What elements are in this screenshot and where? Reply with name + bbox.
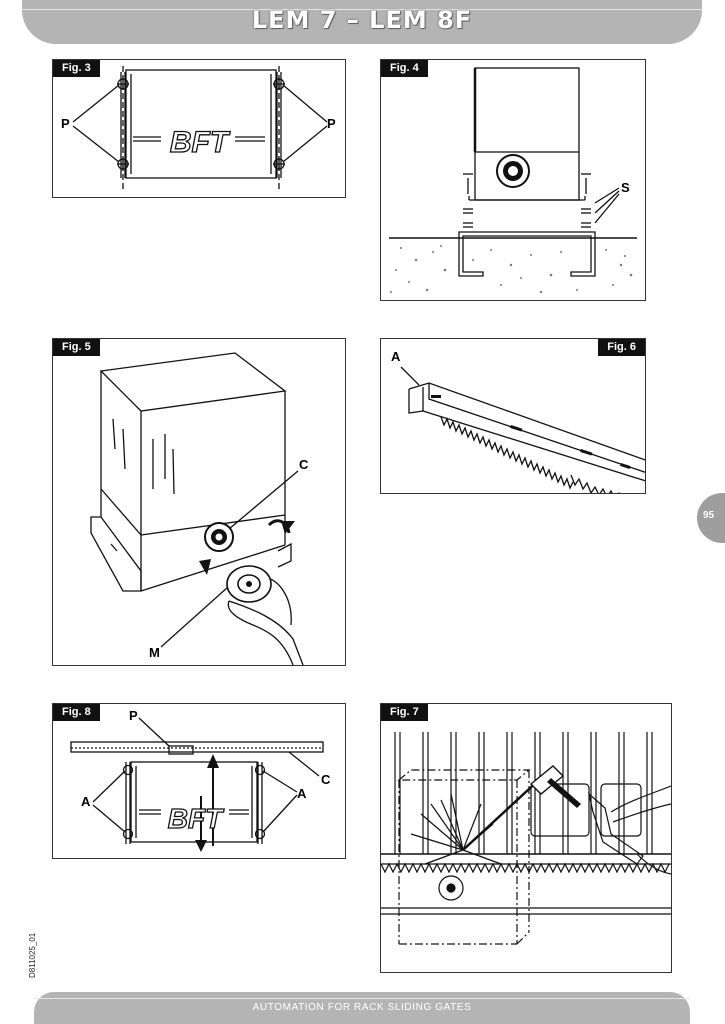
figure-6: Fig. 6 A: [380, 338, 646, 494]
figure-7-label: Fig. 7: [381, 704, 428, 721]
callout-c-fig8: C: [321, 772, 331, 787]
bft-logo-text: BFT: [170, 126, 231, 159]
figure-5: Fig. 5 C M: [52, 338, 346, 666]
figure-4-drawing: [389, 67, 637, 294]
figure-8-label: Fig. 8: [53, 704, 100, 721]
callout-m: M: [149, 645, 160, 660]
footer-rule: [34, 998, 690, 999]
page-footer: AUTOMATION FOR RACK SLIDING GATES: [34, 992, 690, 1024]
figure-3-label: Fig. 3: [53, 60, 100, 77]
callout-c: C: [299, 457, 309, 472]
page-number: 95: [703, 510, 715, 521]
bft-logo-text-fig8: BFT: [168, 803, 225, 834]
callout-a: A: [391, 349, 401, 364]
document-code: D811025_01: [28, 932, 37, 978]
figure-4: Fig. 4 S: [380, 59, 646, 301]
callout-a-right: A: [297, 786, 307, 801]
page-number-tab: 95: [697, 493, 725, 543]
figure-8: BFT Fig. 8 P A A C: [52, 703, 346, 859]
callout-s: S: [621, 180, 630, 195]
header-rule: [22, 9, 702, 10]
figure-6-drawing: [400, 366, 645, 493]
figure-5-drawing: [90, 352, 304, 665]
figure-7-drawing: [381, 732, 671, 945]
figure-7: Fig. 7: [380, 703, 672, 973]
callout-p-right: P: [327, 116, 336, 131]
callout-p-left: P: [61, 116, 70, 131]
page-title: LEM 7 – LEM 8F: [251, 6, 473, 34]
figure-3-drawing: BFT: [72, 66, 328, 192]
figure-3: BFT Fig. 3 P P: [52, 59, 346, 198]
figure-6-label: Fig. 6: [598, 339, 645, 356]
figure-5-label: Fig. 5: [53, 339, 100, 356]
figure-8-drawing: BFT: [70, 717, 324, 852]
callout-a-left: A: [81, 794, 91, 809]
callout-p: P: [129, 708, 138, 723]
figure-4-label: Fig. 4: [381, 60, 428, 77]
footer-text: AUTOMATION FOR RACK SLIDING GATES: [252, 1002, 472, 1013]
page-header: LEM 7 – LEM 8F: [22, 0, 702, 44]
